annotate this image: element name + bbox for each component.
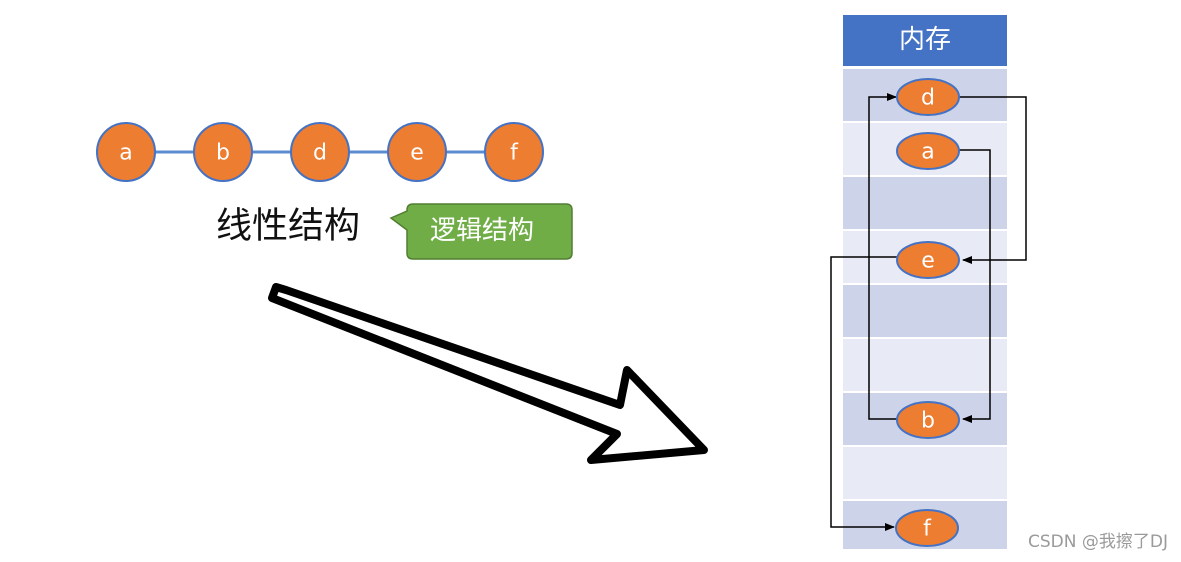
pointer-d-to-e <box>959 96 1027 264</box>
memory-node: f <box>895 509 959 547</box>
memory-node: e <box>896 241 960 279</box>
memory-title: 内存 <box>899 25 951 55</box>
memory-slot <box>843 447 1007 499</box>
linear-structure-caption: 线性结构 <box>216 206 360 247</box>
mapping-arrow <box>268 283 708 464</box>
logical-structure-callout: 逻辑结构 <box>389 203 573 260</box>
memory-node-label: e <box>921 249 935 274</box>
memory-slot <box>843 285 1007 337</box>
memory-node: b <box>896 401 960 439</box>
linear-node: f <box>484 122 544 182</box>
pointer-e-to-f <box>830 256 897 531</box>
linear-node-label: f <box>510 141 519 166</box>
linear-node-label: b <box>216 141 230 166</box>
linear-node-label: a <box>119 141 132 166</box>
memory-slot <box>843 339 1007 391</box>
memory-node-label: d <box>921 86 935 111</box>
linear-node: e <box>387 122 447 182</box>
pointer-b-to-d <box>868 93 897 420</box>
linear-node: b <box>193 122 253 182</box>
linear-node: d <box>290 122 350 182</box>
memory-node-label: a <box>921 140 934 165</box>
linear-structure: a b d e f 线性结构 逻辑结构 <box>96 122 573 260</box>
memory-slot <box>843 177 1007 229</box>
linear-node-label: d <box>313 141 327 166</box>
memory-node: a <box>896 132 960 170</box>
linear-node-label: e <box>410 141 424 166</box>
callout-label: 逻辑结构 <box>430 216 534 246</box>
linear-node: a <box>96 122 156 182</box>
memory-pointers <box>830 93 1027 531</box>
memory-header <box>843 15 1007 66</box>
pointer-a-to-b <box>959 149 991 423</box>
memory-node-label: f <box>923 517 932 542</box>
memory-node-label: b <box>921 409 935 434</box>
csdn-watermark: CSDN @我擦了DJ <box>1028 532 1168 552</box>
memory-node: d <box>896 78 960 116</box>
